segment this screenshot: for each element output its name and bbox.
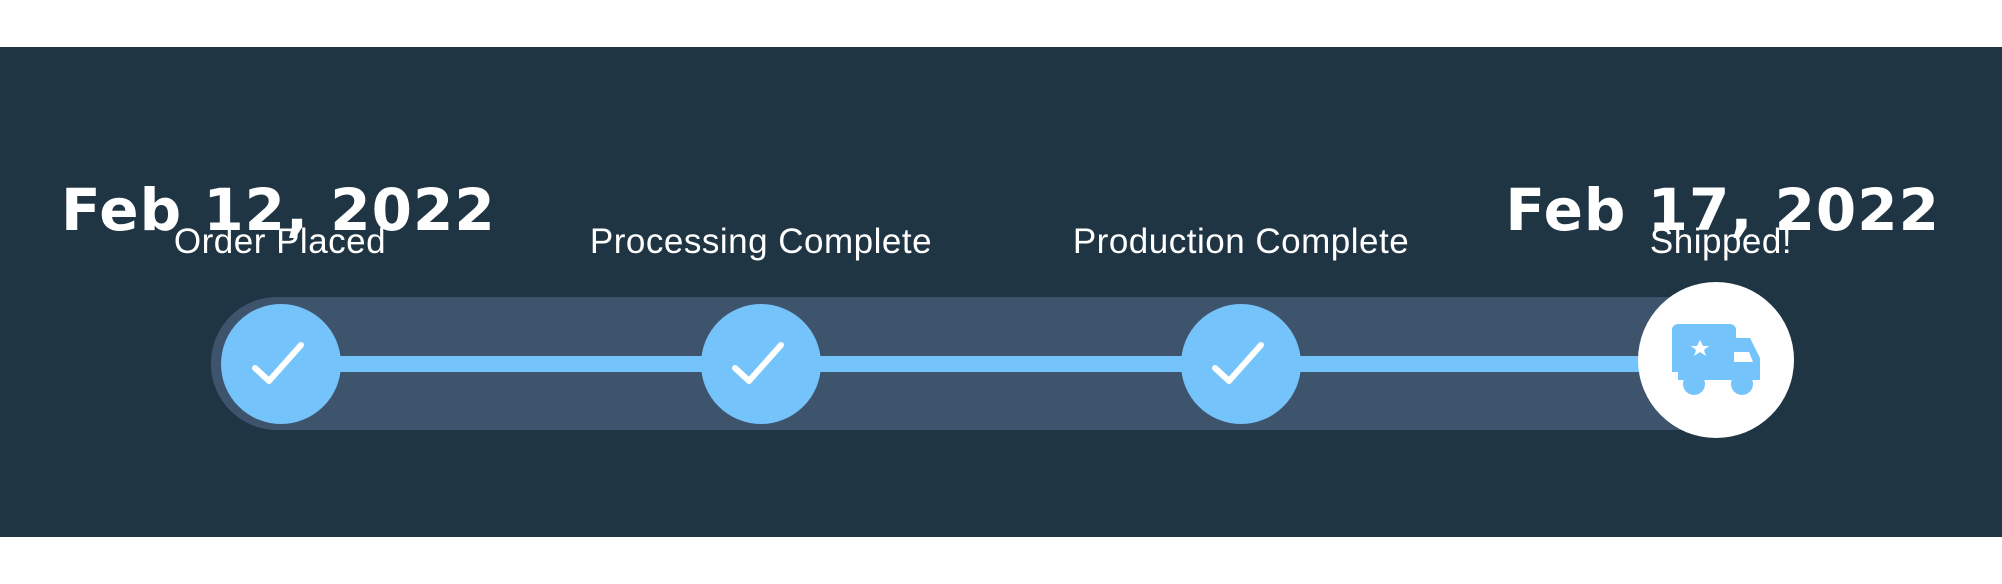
check-icon <box>252 342 304 384</box>
check-icon <box>732 342 784 384</box>
order-date: Feb 12, 2022 <box>61 176 496 244</box>
step-marker-shipped <box>1638 282 1794 438</box>
step-marker-production-complete <box>1181 304 1301 424</box>
step-label-order-placed: Order Placed <box>173 222 387 261</box>
step-marker-order-placed <box>221 304 341 424</box>
step-label-production-complete: Production Complete <box>1072 222 1410 261</box>
progress-line <box>280 356 1721 372</box>
step-label-processing-complete: Processing Complete <box>589 222 933 261</box>
order-tracking-banner: Feb 12, 2022 Feb 17, 2022 <box>0 47 2002 537</box>
check-icon <box>1212 342 1264 384</box>
step-label-shipped: Shipped! <box>1649 222 1793 261</box>
delivery-truck-icon <box>1670 324 1760 395</box>
shipped-date: Feb 17, 2022 <box>1505 176 1940 244</box>
step-marker-processing-complete <box>701 304 821 424</box>
